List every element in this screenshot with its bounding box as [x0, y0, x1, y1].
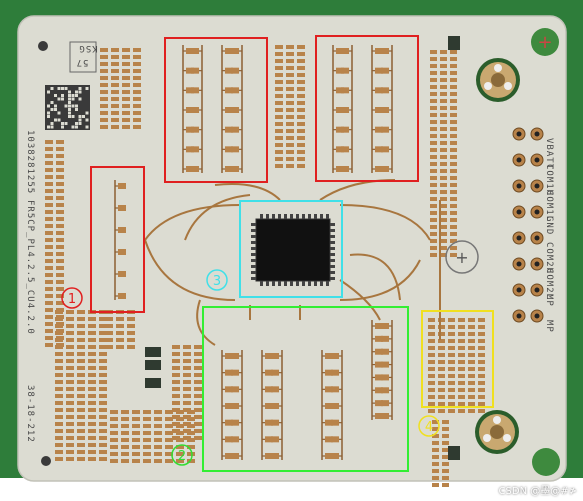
- annotation-marker-2: 2: [171, 444, 193, 466]
- datamatrix-code: [45, 85, 90, 130]
- comb-left-0: [114, 180, 126, 300]
- central-ic: [251, 214, 335, 286]
- annotation-box-red-top-left: [164, 37, 268, 183]
- resistor-comb-circuits: [114, 45, 393, 460]
- polarity-circle: [445, 240, 479, 274]
- comb-bottom-left-2: [261, 350, 273, 460]
- date-code-label: 38-18-212: [25, 385, 35, 443]
- pin-label-6: MP: [544, 294, 554, 307]
- comb-bottom-mid-1: [331, 350, 343, 460]
- mount-hole-top-left: [38, 41, 48, 51]
- pin-label-5: COM2L: [544, 268, 554, 300]
- annotation-box-cyan: [239, 200, 343, 298]
- connector-screw-bottom: [475, 410, 519, 454]
- pin-label-1: COM1H: [544, 164, 554, 196]
- svg-text:1: 1: [68, 292, 76, 307]
- svg-text:3: 3: [213, 274, 221, 289]
- annotation-marker-1: 1: [61, 287, 83, 309]
- pad-array-bottom-mid: [172, 345, 202, 440]
- corner-pad-bottom-right: [532, 448, 560, 476]
- stamp-line-2: KSG: [78, 43, 97, 53]
- connector-screw-top: [476, 58, 520, 102]
- pad-array-bottom-right: [432, 420, 449, 487]
- pin-label-0: VBATT: [544, 138, 554, 170]
- svg-text:2: 2: [178, 449, 186, 464]
- comb-top-right-2: [371, 45, 383, 173]
- annotation-box-red-left: [90, 166, 145, 313]
- annotation-marker-3: 3: [206, 269, 228, 291]
- pin-label-7: MP: [544, 320, 554, 333]
- pin-label-3: GND: [544, 216, 554, 235]
- smd-components: [145, 36, 460, 460]
- watermark: CSDN @墨@#≯: [498, 486, 577, 497]
- comb-bottom-left-3: [271, 350, 283, 460]
- pad-array-top-left: [100, 48, 141, 129]
- pin-label-2: COM1L: [544, 190, 554, 222]
- pad-array-bottom-left: [110, 410, 195, 463]
- annotation-box-green: [202, 306, 409, 472]
- comb-top-right-3: [381, 45, 393, 173]
- comb-top-left-3: [231, 45, 243, 173]
- mount-hole-bottom-left: [41, 456, 51, 466]
- pad-array-left-bottom: [55, 310, 107, 461]
- pin-label-4: COM2H: [544, 242, 554, 274]
- comb-bottom-right-0: [371, 320, 383, 420]
- copper-pad-arrays: [45, 45, 485, 487]
- pad-array-right: [430, 50, 457, 257]
- comb-bottom-left-0: [221, 350, 233, 460]
- pad-array-top-center: [275, 45, 305, 168]
- corner-pad-top-right: [531, 28, 559, 56]
- svg-text:4: 4: [425, 420, 433, 435]
- pad-array-yellow-zone: [428, 318, 485, 413]
- annotation-box-yellow: [421, 310, 494, 408]
- stamp-box: [69, 41, 97, 73]
- stamp-line-1: 57: [76, 57, 89, 67]
- annotation-marker-4: 4: [418, 415, 440, 437]
- comb-bottom-right-1: [381, 320, 393, 420]
- comb-bottom-left-1: [231, 350, 243, 460]
- comb-bottom-mid-0: [321, 350, 333, 460]
- annotation-box-red-top-right: [315, 35, 419, 182]
- board-revision-label: FR5CP_PL4.2.5_CU4.2.0: [25, 200, 35, 335]
- comb-top-left-2: [221, 45, 233, 173]
- comb-top-right-1: [341, 45, 353, 173]
- polarity-plus: +: [455, 248, 468, 267]
- svg-text:+: +: [537, 32, 552, 53]
- serial-label: 1038281255: [25, 130, 35, 194]
- comb-top-left-1: [191, 45, 203, 173]
